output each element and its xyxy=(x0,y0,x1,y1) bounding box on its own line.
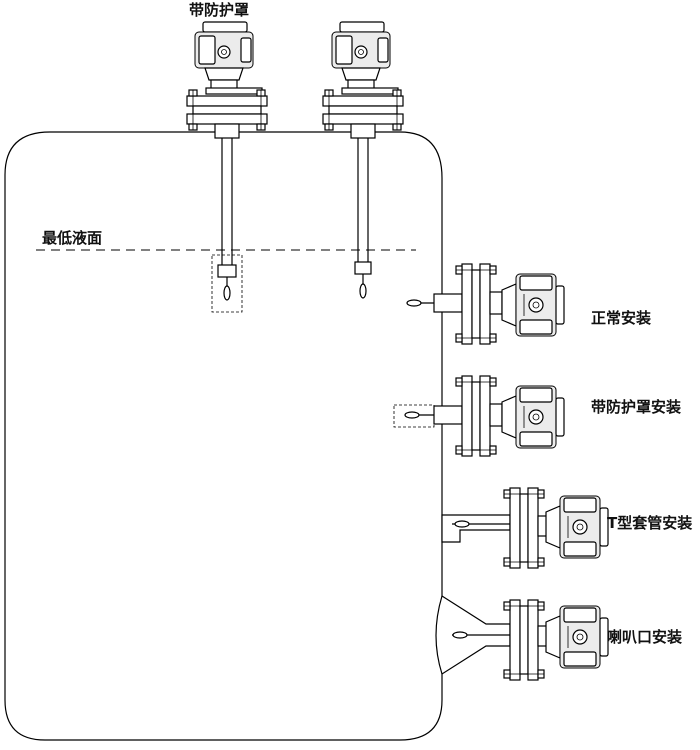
tank-outline xyxy=(4,131,443,741)
top-probe-normal xyxy=(322,21,404,299)
guarded-install-label: 带防护罩安装 xyxy=(591,398,682,416)
horn-install-label: 喇叭口安装 xyxy=(607,628,683,646)
top-probe-label: 带防护罩 xyxy=(189,1,250,19)
normal-install-label: 正常安装 xyxy=(591,309,652,327)
side-install-guarded xyxy=(393,375,565,457)
side-install-horn xyxy=(435,595,609,681)
t-sleeve-install-label: T型套管安装 xyxy=(607,514,693,532)
min-level-label: 最低液面 xyxy=(42,229,103,247)
side-install-t-sleeve xyxy=(441,487,609,569)
side-install-normal xyxy=(406,263,565,345)
top-probe-guarded xyxy=(186,21,268,313)
